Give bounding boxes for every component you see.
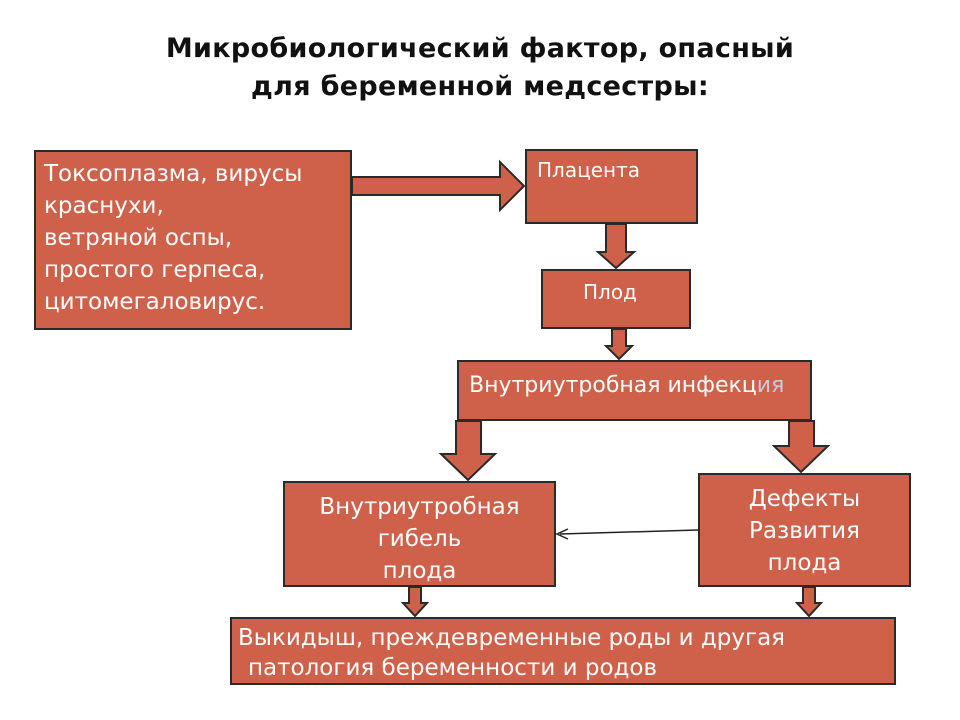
outcome-line-2: патология беременности и родов [248, 655, 658, 681]
box-intrauterine-death: Внутриутробная гибель плода [283, 481, 556, 587]
box-intrauterine-infection: Внутриутробная инфекция [457, 360, 812, 421]
arrow-source-to-placenta [351, 159, 526, 213]
arrow-defects-to-death-head [555, 528, 569, 540]
defects-line-3: плода [767, 550, 842, 576]
arrow-placenta-to-fetus [595, 223, 637, 270]
pathogens-line-4: простого герпеса, [44, 257, 266, 283]
arrow-infection-to-defects [771, 420, 831, 474]
outcome-line-1: Выкидыш, преждевременные роды и другая [238, 625, 786, 651]
box-pathogens: Токсоплазма, вирусы краснухи, ветряной о… [34, 150, 352, 330]
arrow-death-to-outcome [400, 586, 430, 618]
arrow-defects-to-outcome [794, 586, 824, 618]
death-line-1: Внутриутробная [319, 494, 520, 520]
defects-line-1: Дефекты [748, 486, 861, 512]
title-line-1: Микробиологический фактор, опасный [165, 33, 795, 64]
box-pregnancy-outcome: Выкидыш, преждевременные роды и другая п… [230, 617, 896, 685]
arrow-infection-to-death [438, 420, 498, 482]
fetus-label: Плод [583, 280, 637, 304]
pathogens-line-3: ветряной оспы, [44, 225, 233, 251]
infection-label-tail: ия [756, 373, 785, 398]
arrow-defects-to-death [559, 529, 699, 535]
arrow-fetus-to-infection [603, 328, 635, 361]
box-placenta: Плацента [525, 149, 698, 224]
pathogens-line-1: Токсоплазма, вирусы [44, 161, 303, 187]
infection-label: Внутриутробная инфекция [469, 372, 810, 400]
pathogens-line-2: краснухи, [44, 193, 164, 219]
box-developmental-defects: Дефекты Развития плода [698, 473, 911, 587]
pathogens-line-5: цитомегаловирус. [44, 289, 266, 315]
box-fetus: Плод [541, 269, 691, 329]
death-line-3: плода [382, 558, 457, 584]
page-title: Микробиологический фактор, опасный для б… [0, 30, 960, 106]
title-line-2: для беременной медсестры: [251, 71, 709, 102]
defects-line-2: Развития [749, 518, 860, 544]
death-line-2: гибель [377, 526, 462, 552]
infection-label-main: Внутриутробная инфекц [469, 373, 757, 398]
placenta-label: Плацента [537, 158, 640, 182]
